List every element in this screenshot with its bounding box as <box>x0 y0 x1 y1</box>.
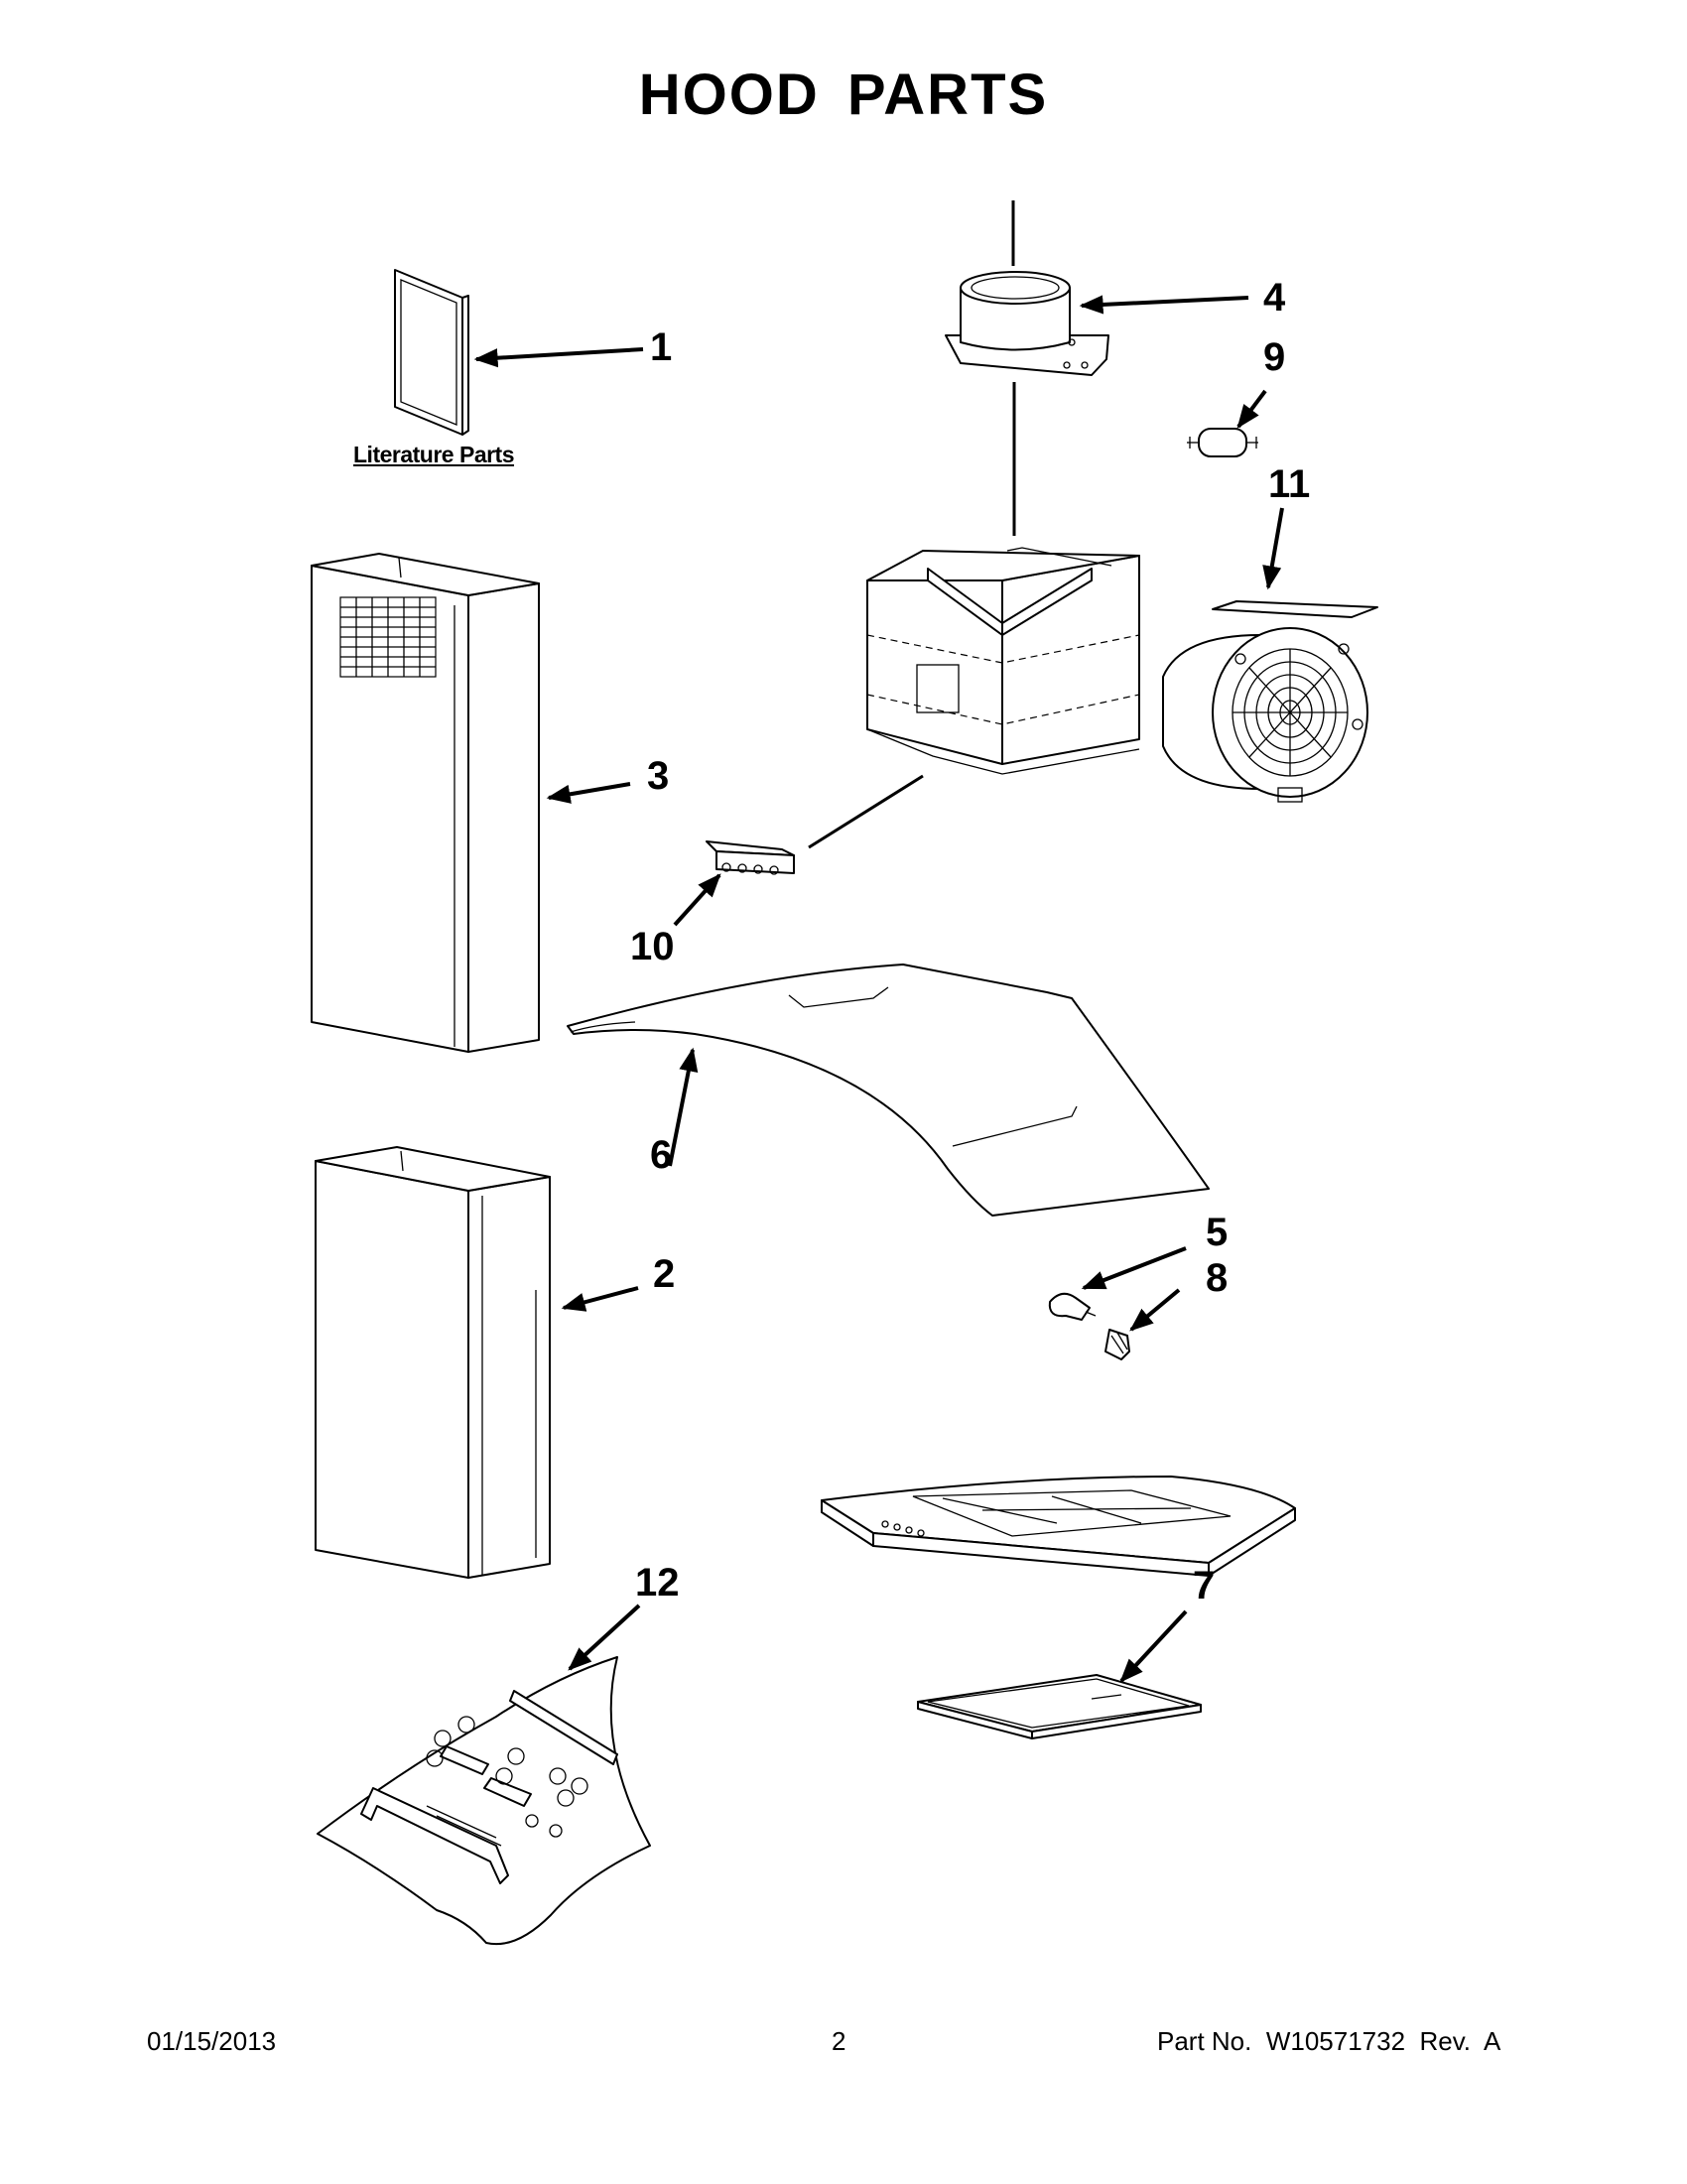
page-title: HOOD PARTS <box>638 63 1049 127</box>
callout-3: 3 <box>647 754 670 798</box>
callout-2: 2 <box>653 1252 676 1296</box>
part-literature-booklet <box>394 269 469 436</box>
part-upper-duct-cover <box>311 553 540 1053</box>
callout-10: 10 <box>630 925 675 968</box>
literature-parts-label: Literature Parts <box>353 442 515 467</box>
callout-12: 12 <box>635 1561 680 1605</box>
part-light-socket <box>1104 1329 1130 1360</box>
part-glass-canopy <box>567 964 1210 1217</box>
part-hood-chassis <box>821 1476 1296 1577</box>
part-light-bulb <box>1048 1292 1097 1321</box>
part-grease-filter <box>917 1674 1202 1739</box>
part-mounting-hardware-bag <box>317 1656 651 1946</box>
part-control-switch <box>706 774 924 875</box>
footer-date: 01/15/2013 <box>147 2026 277 2056</box>
callout-7: 7 <box>1193 1564 1216 1607</box>
part-hood-housing <box>866 547 1140 775</box>
callout-1: 1 <box>650 325 673 369</box>
part-exhaust-collar <box>945 200 1109 536</box>
callout-4: 4 <box>1263 276 1286 320</box>
footer-part-number: Part No. W10571732 Rev. A <box>1157 2026 1501 2056</box>
callout-6: 6 <box>650 1133 673 1177</box>
callout-leaders <box>473 295 1284 1683</box>
callout-11: 11 <box>1268 462 1311 506</box>
part-blower-assembly <box>1162 600 1378 803</box>
callout-8: 8 <box>1206 1256 1229 1300</box>
part-capacitor <box>1187 428 1258 457</box>
footer-page-number: 2 <box>832 2026 846 2056</box>
part-lower-duct-cover <box>315 1146 551 1579</box>
callout-9: 9 <box>1263 335 1286 379</box>
callout-5: 5 <box>1206 1211 1229 1254</box>
